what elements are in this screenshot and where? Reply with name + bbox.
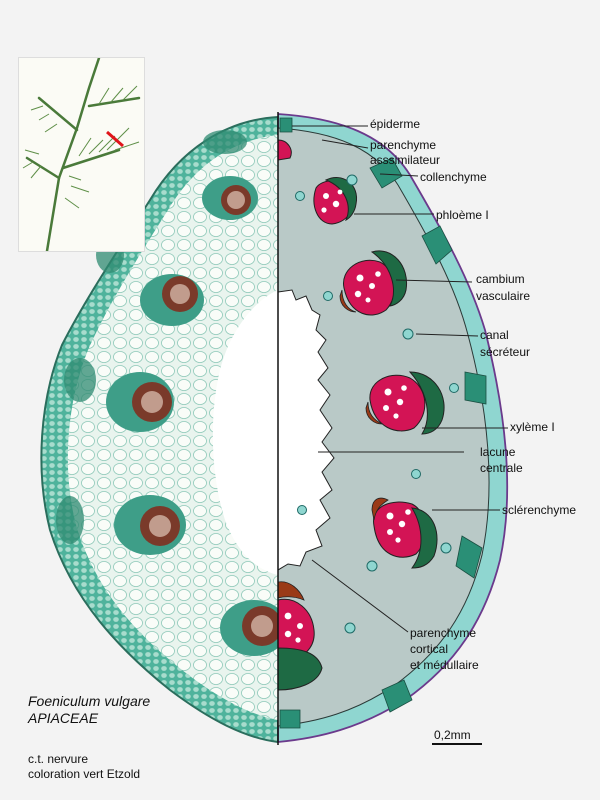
scale-label: 0,2mm [434,728,471,742]
species-family: APIACEAE [28,710,150,727]
label-canal-2: sécréteur [480,345,530,360]
label-phloeme: phloème I [436,208,489,223]
plant-inset [18,57,145,252]
label-canal-1: canal [480,328,509,343]
section-note: c.t. nervure coloration vert Etzold [28,752,140,782]
label-xyleme: xylème I [510,420,555,435]
plant-sketch [19,58,144,251]
note-line-1: c.t. nervure [28,752,140,767]
species-name: Foeniculum vulgare [28,693,150,710]
label-parenchyme-cortical-1: parenchyme [410,626,476,641]
label-parenchyme-assimilateur-2: asssimilateur [370,153,440,168]
photo-bundle-1 [202,176,258,220]
label-lacune-2: centrale [480,461,523,476]
species-caption: Foeniculum vulgare APIACEAE [28,693,150,727]
label-cambium-2: vasculaire [476,289,530,304]
photo-bundle-2 [140,274,204,326]
label-cambium-1: cambium [476,272,525,287]
note-line-2: coloration vert Etzold [28,767,140,782]
label-sclerenchyme: sclérenchyme [502,503,576,518]
photo-bundle-3 [106,372,174,432]
label-epiderme: épiderme [370,117,420,132]
label-parenchyme-assimilateur-1: parenchyme [370,138,436,153]
label-collenchyme: collenchyme [420,170,487,185]
label-lacune-1: lacune [480,445,515,460]
label-parenchyme-cortical-2: cortical [410,642,448,657]
label-parenchyme-cortical-3: et médullaire [410,658,479,673]
photo-bundle-4 [114,495,186,555]
